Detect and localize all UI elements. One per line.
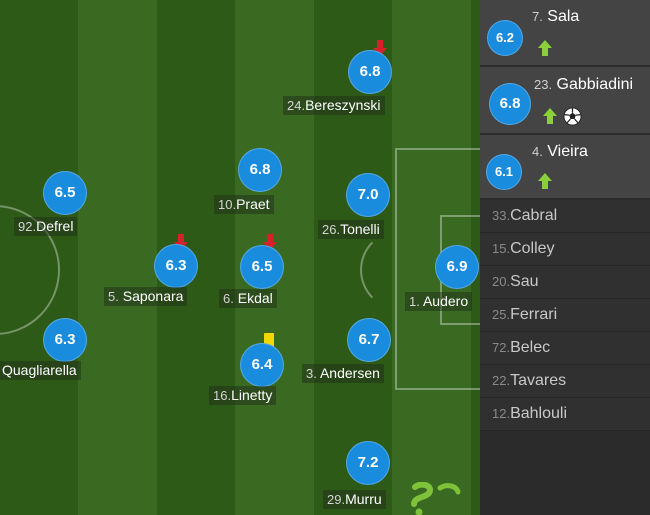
player-name-label: 25.Ferrari xyxy=(492,306,557,324)
player-rating: 6.7 xyxy=(347,318,391,362)
bench-row-ferrari[interactable]: 25.Ferrari xyxy=(480,299,650,332)
player-name: Andersen xyxy=(319,365,380,381)
bench-row-cabral[interactable]: 33.Cabral xyxy=(480,200,650,233)
player-number: 33. xyxy=(492,208,511,223)
sub-row-gabbiadini[interactable]: 6.8 23. Gabbiadini xyxy=(480,67,650,135)
player-name-label: 29.Murru xyxy=(323,490,386,509)
watermark-logo xyxy=(411,482,461,515)
arrow-up-icon xyxy=(538,173,552,189)
player-rating: 6.1 xyxy=(486,154,522,190)
player-name: Praet xyxy=(236,196,270,212)
yellow-card-icon xyxy=(264,333,274,347)
player-rating: 6.5 xyxy=(43,171,87,215)
player-number: 72. xyxy=(492,340,511,355)
player-name-label: 3. Andersen xyxy=(302,364,384,383)
player-rating: 6.9 xyxy=(435,245,479,289)
player-name-label: 10.Praet xyxy=(214,195,274,214)
player-name: Gabbiadini xyxy=(556,76,634,93)
player-name: Tavares xyxy=(510,372,567,389)
player-name: Vieira xyxy=(547,143,588,160)
bench-row-tavares[interactable]: 22.Tavares xyxy=(480,365,650,398)
player-number: 1. xyxy=(409,294,420,309)
football-icon xyxy=(563,107,582,126)
player-number: 16. xyxy=(213,388,232,403)
player-name-label: 1. Audero xyxy=(405,292,473,311)
player-name-label: 4. Vieira xyxy=(532,143,588,161)
player-number: 12. xyxy=(492,406,511,421)
player-number: 6. xyxy=(223,291,234,306)
player-name: Linetty xyxy=(231,387,273,403)
bench-row-bahlouli[interactable]: 12.Bahlouli xyxy=(480,398,650,431)
player-name-label: 23. Gabbiadini xyxy=(534,76,633,94)
player-name: Saponara xyxy=(122,288,184,304)
player-number: 23. xyxy=(534,77,553,92)
player-number: 3. xyxy=(306,366,317,381)
player-name-label: 5. Saponara xyxy=(104,287,188,306)
player-rating: 6.5 xyxy=(240,245,284,289)
player-name-label: 33.Cabral xyxy=(492,207,557,225)
player-number: 10. xyxy=(218,197,237,212)
player-name: Bahlouli xyxy=(510,405,568,422)
bench-row-belec[interactable]: 72.Belec xyxy=(480,332,650,365)
player-name: Ekdal xyxy=(237,290,273,306)
player-name-label: 92.Defrel xyxy=(14,217,78,236)
player-name-label: Quagliarella xyxy=(0,361,81,380)
player-number: 29. xyxy=(327,492,346,507)
player-name-label: 26.Tonelli xyxy=(318,220,384,239)
player-name-label: 7. Sala xyxy=(532,8,579,26)
player-name-label: 15.Colley xyxy=(492,240,555,258)
arrow-up-icon xyxy=(543,108,557,124)
player-name: Colley xyxy=(510,240,555,257)
player-rating: 6.8 xyxy=(238,148,282,192)
player-name: Quagliarella xyxy=(2,362,77,378)
player-rating: 6.3 xyxy=(154,244,198,288)
player-name-label: 12.Bahlouli xyxy=(492,405,567,423)
bench-row-colley[interactable]: 15.Colley xyxy=(480,233,650,266)
player-number: 7. xyxy=(532,9,543,24)
player-name: Bereszynski xyxy=(305,97,381,113)
player-name-label: 24.Bereszynski xyxy=(283,96,385,115)
arrow-up-icon xyxy=(538,40,552,56)
player-name: Cabral xyxy=(510,207,558,224)
player-name-label: 16.Linetty xyxy=(209,386,277,405)
player-number: 24. xyxy=(287,98,306,113)
player-rating: 6.8 xyxy=(489,83,531,125)
pitch: 6.5 92.Defrel 6.3 Quagliarella 6.3 5. Sa… xyxy=(0,0,480,515)
player-name: Tonelli xyxy=(340,221,380,237)
player-name: Murru xyxy=(345,491,382,507)
player-name-label: 6. Ekdal xyxy=(219,289,277,308)
player-name: Sala xyxy=(547,8,580,25)
player-rating: 6.3 xyxy=(43,318,87,362)
player-number: 92. xyxy=(18,219,37,234)
player-rating: 6.4 xyxy=(240,343,284,387)
player-number: 5. xyxy=(108,289,119,304)
player-number: 20. xyxy=(492,274,511,289)
player-name-label: 72.Belec xyxy=(492,339,550,357)
player-rating: 7.2 xyxy=(346,441,390,485)
player-name: Defrel xyxy=(36,218,74,234)
player-number: 25. xyxy=(492,307,511,322)
player-rating: 7.0 xyxy=(346,173,390,217)
player-rating: 6.2 xyxy=(487,20,523,56)
player-name-label: 22.Tavares xyxy=(492,372,566,390)
player-name: Audero xyxy=(422,293,469,309)
player-number: 15. xyxy=(492,241,511,256)
sub-row-sala[interactable]: 6.2 7. Sala xyxy=(480,0,650,67)
player-name: Sau xyxy=(510,273,539,290)
player-number: 22. xyxy=(492,373,511,388)
player-rating: 6.8 xyxy=(348,50,392,94)
player-name: Belec xyxy=(510,339,551,356)
player-number: 26. xyxy=(322,222,341,237)
player-name: Ferrari xyxy=(510,306,558,323)
sub-row-vieira[interactable]: 6.1 4. Vieira xyxy=(480,135,650,200)
penalty-arc xyxy=(360,230,440,310)
player-name-label: 20.Sau xyxy=(492,273,539,291)
player-number: 4. xyxy=(532,144,543,159)
bench-row-sau[interactable]: 20.Sau xyxy=(480,266,650,299)
substitutes-panel: 6.2 7. Sala 6.8 23. Gabbiadini 6.1 4. Vi… xyxy=(480,0,650,515)
